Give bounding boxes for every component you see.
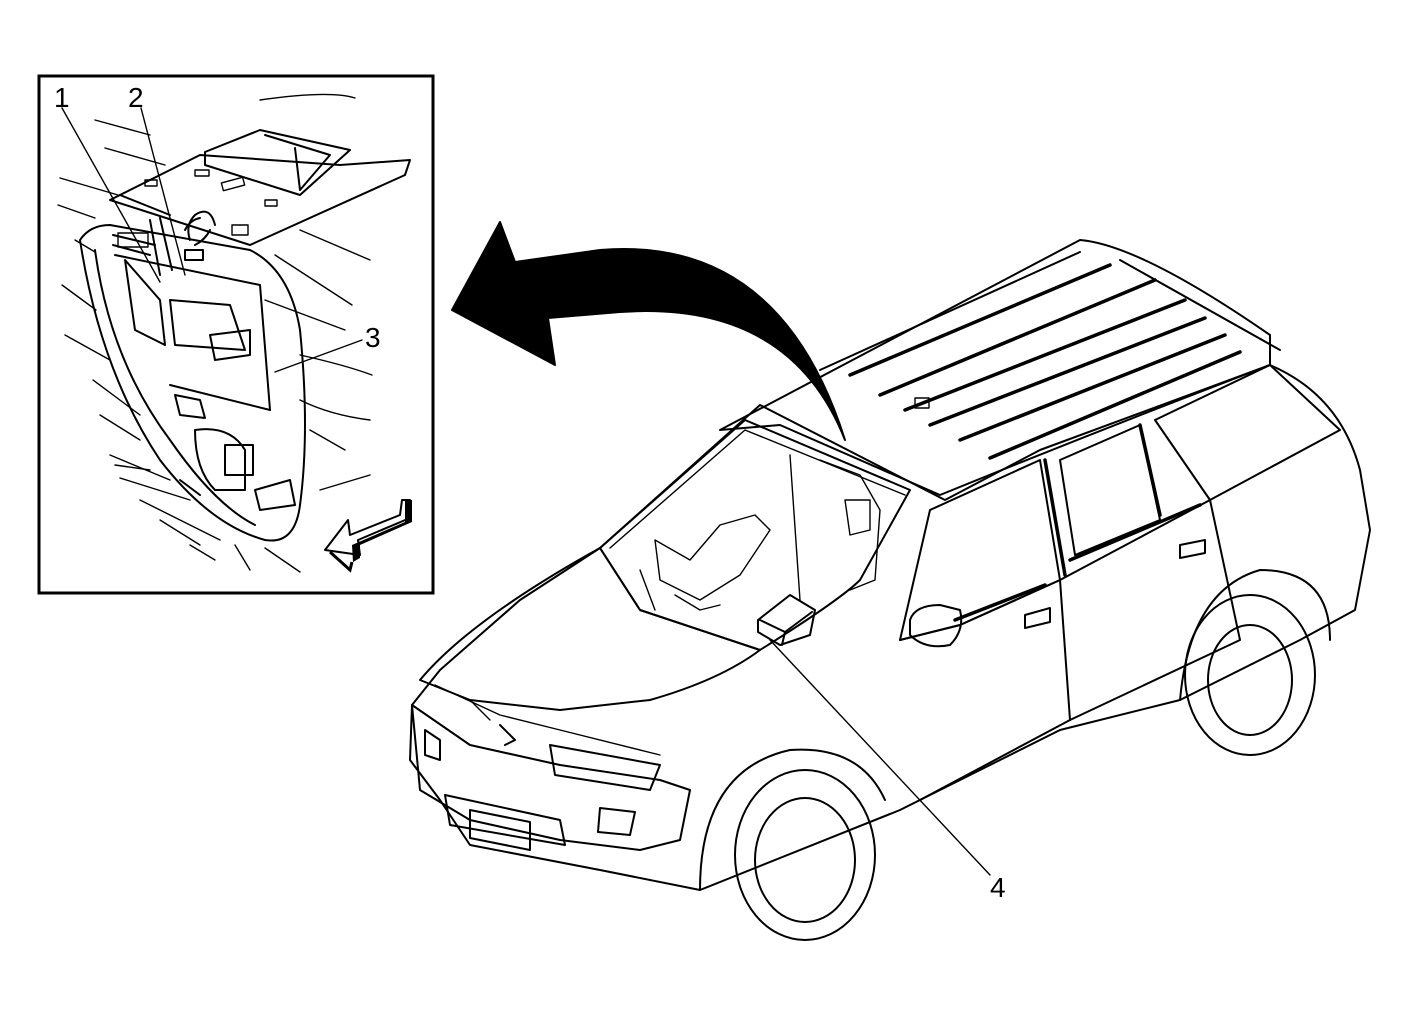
doors <box>899 499 1241 801</box>
windshield <box>599 419 911 651</box>
inset-leaders <box>61 107 363 373</box>
side-mirror <box>909 604 963 648</box>
overhead-console <box>79 224 306 542</box>
license-plate <box>469 809 531 851</box>
lower-grille <box>444 794 566 846</box>
roof-rails <box>819 251 1281 460</box>
rear-wheel <box>1179 569 1331 756</box>
headlamp-right <box>549 744 661 791</box>
vehicle-body <box>409 364 1371 891</box>
fog-lamp-right <box>597 807 636 836</box>
vehicle <box>409 239 1371 941</box>
callout-2: 2 <box>128 82 144 113</box>
callout-3-leader <box>274 339 363 373</box>
vehicle-interior <box>639 454 881 611</box>
fog-lamp-left <box>424 729 441 761</box>
side-windows <box>899 364 1341 641</box>
roof-antenna <box>914 397 930 409</box>
console-mounting-plate <box>109 129 411 246</box>
front-fascia <box>411 704 691 851</box>
direction-arrow-icon <box>451 221 846 441</box>
console-module <box>757 594 816 646</box>
front-door-handle <box>1024 607 1051 629</box>
front-wheel <box>699 748 886 941</box>
headliner-surface <box>57 93 373 573</box>
rear-door-handle <box>1179 539 1206 559</box>
callout-1: 1 <box>54 82 70 113</box>
callout-2-leader <box>140 107 186 276</box>
callout-1-leader <box>61 107 161 283</box>
wiring-connector <box>112 210 216 276</box>
hood <box>419 547 761 711</box>
callout-4: 4 <box>990 872 1006 903</box>
view-direction-arrow-icon <box>324 499 412 573</box>
callout-4-leader <box>769 639 991 876</box>
inset-detail-view: 1 2 3 <box>37 74 435 595</box>
callout-3: 3 <box>365 322 381 353</box>
